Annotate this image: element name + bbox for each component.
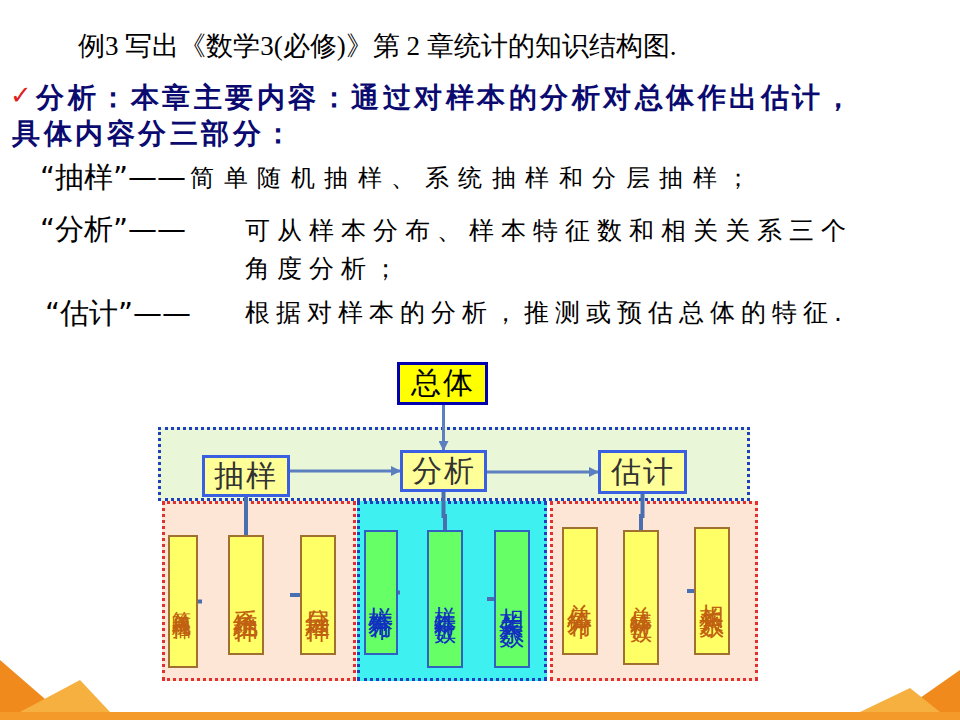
part-text: 根据对样本的分析，推测或预估总体的特征. bbox=[245, 296, 848, 329]
bracket-line bbox=[487, 597, 494, 601]
box-text: 总体特征数 bbox=[626, 588, 656, 608]
bracket-line bbox=[687, 589, 694, 593]
stage-box: 分析 bbox=[400, 450, 487, 492]
box-text: 抽样 bbox=[214, 456, 278, 497]
item-box: 分层抽样 bbox=[300, 535, 336, 655]
box-text: 总体 bbox=[411, 363, 475, 404]
bracket-line bbox=[290, 593, 300, 597]
part-heading: “估计”—— bbox=[45, 294, 191, 334]
box-text: 系统抽样 bbox=[230, 589, 263, 601]
corner-triangle bbox=[860, 688, 940, 712]
item-box: 总体分布 bbox=[562, 527, 598, 655]
bracket-line bbox=[641, 494, 643, 530]
item-box: 总体特征数 bbox=[623, 530, 659, 665]
part-heading: “抽样”—— bbox=[40, 158, 186, 198]
root-box: 总体 bbox=[397, 362, 488, 405]
bracket-line bbox=[244, 497, 248, 535]
bracket-line bbox=[444, 492, 446, 530]
box-text: 简单随机抽样 bbox=[170, 596, 196, 608]
bracket-line bbox=[198, 600, 202, 604]
stage-box: 估计 bbox=[598, 450, 687, 494]
check-mark: ✓ bbox=[10, 80, 32, 110]
box-text: 样本特征数 bbox=[430, 589, 460, 609]
bracket-line bbox=[398, 591, 400, 595]
box-text: 相关系数 bbox=[496, 587, 529, 611]
item-box: 相关系数 bbox=[494, 530, 530, 668]
item-box: 样本特征数 bbox=[427, 530, 463, 668]
box-text: 分层抽样 bbox=[302, 589, 335, 601]
item-box: 样本分布 bbox=[364, 530, 398, 655]
box-text: 样本分布 bbox=[365, 587, 398, 599]
part-text: 简单随机抽样、系统抽样和分层抽样； bbox=[190, 162, 760, 194]
flow-arrow bbox=[487, 471, 598, 474]
item-box: 简单随机抽样 bbox=[168, 535, 198, 668]
analysis-text: 分析：本章主要内容：通过对样本的分析对总体作出估计，具体内容分三部分： bbox=[12, 80, 862, 152]
item-box: 系统抽样 bbox=[228, 535, 264, 655]
flow-arrow bbox=[442, 405, 445, 450]
part-heading: “分析”—— bbox=[40, 210, 186, 250]
corner-triangle bbox=[20, 680, 110, 712]
part-text: 可从样本分布、样本特征数和相关关系三个角度分析； bbox=[245, 212, 870, 288]
item-box: 相关系数 bbox=[694, 527, 730, 655]
box-text: 分析 bbox=[412, 451, 476, 492]
box-text: 相关系数 bbox=[696, 583, 729, 599]
flow-arrow bbox=[290, 470, 400, 473]
bottom-bar bbox=[0, 712, 960, 720]
box-text: 总体分布 bbox=[564, 583, 597, 599]
title: 例3 写出《数学3(必修)》第 2 章统计的知识结构图. bbox=[78, 28, 676, 64]
stage-box: 抽样 bbox=[202, 455, 290, 497]
box-text: 估计 bbox=[611, 452, 675, 493]
